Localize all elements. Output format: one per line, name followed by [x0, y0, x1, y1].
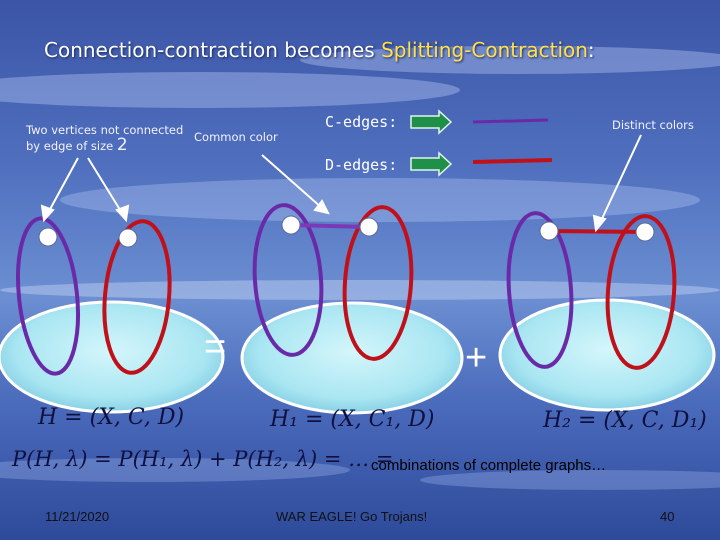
- legend-arrow-c: [411, 111, 451, 133]
- vertex-H-2: [119, 229, 137, 247]
- vertex-H2-2: [636, 223, 654, 241]
- vertex-H1-2: [360, 218, 378, 236]
- note-distinct-colors: Distinct colors: [612, 118, 694, 133]
- slide-title: Connection-contraction becomes Splitting…: [44, 38, 595, 62]
- legend-arrow-d: [411, 153, 451, 175]
- equation-H1: H₁ = (X, C₁, D): [270, 407, 435, 432]
- vertex-H2-1: [540, 222, 558, 240]
- footer-center: WAR EAGLE! Go Trojans!: [276, 509, 427, 524]
- vertex-H-1: [39, 228, 57, 246]
- footer-page-number: 40: [660, 509, 674, 524]
- d-edges-label: D-edges:: [325, 156, 397, 174]
- d-edge-connector-H2: [549, 231, 645, 232]
- note-vertices-size: 2: [117, 135, 128, 155]
- combinations-text: combinations of complete graphs…: [371, 457, 606, 474]
- equals-sign: =: [204, 326, 226, 369]
- vertex-H1-1: [282, 216, 300, 234]
- vertex-set-H1: [242, 303, 462, 413]
- c-edges-label: C-edges:: [325, 113, 397, 131]
- plus-sign: +: [465, 337, 487, 380]
- equation-H2: H₂ = (X, C, D₁): [543, 408, 707, 433]
- footer-date: 11/21/2020: [45, 509, 109, 524]
- legend-d-edge-line: [473, 160, 552, 162]
- note-common-color: Common color: [194, 130, 278, 145]
- note-vertices-line2: by edge of size: [26, 139, 117, 153]
- equation-H: H = (X, C, D): [38, 405, 184, 430]
- note-vertices-not-connected: Two vertices not connected by edge of si…: [26, 123, 183, 154]
- note-vertices-line1: Two vertices not connected: [26, 123, 183, 138]
- legend-c-edge-line: [473, 120, 548, 122]
- c-edge-connector-H1: [291, 225, 369, 227]
- title-prefix: Connection-contraction becomes: [44, 38, 381, 62]
- title-suffix: :: [588, 38, 595, 62]
- equation-chromatic-polynomial: P(H, λ) = P(H₁, λ) + P(H₂, λ) = … =: [12, 447, 393, 471]
- title-highlight: Splitting-Contraction: [381, 38, 588, 62]
